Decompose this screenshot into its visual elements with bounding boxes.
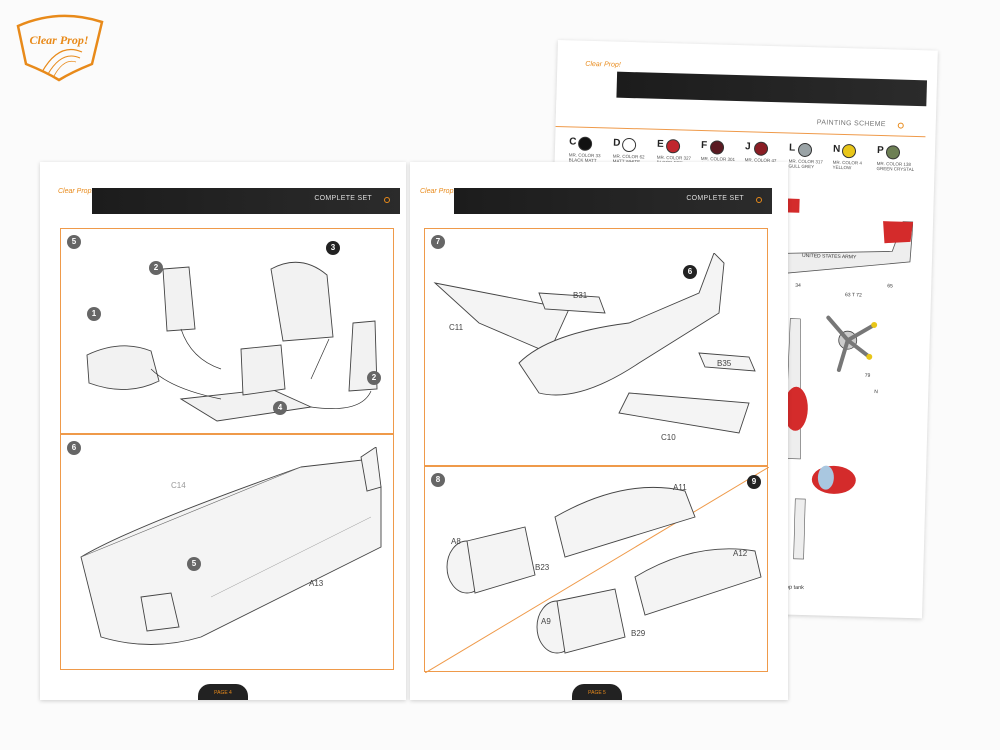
part-callout-2: 2 [149,261,163,275]
painting-header-logo: Clear Prop! [585,60,621,69]
part-label-b29: B29 [631,629,646,638]
part-label-a8: A8 [451,537,461,546]
step-7-panel: 7 B31 C11 B35 C10 6 [424,228,768,466]
part-label-c10: C10 [661,433,676,442]
swatch-name: GULL GREY [788,163,815,170]
fuselage-assembly-art [80,447,382,645]
swatch-letter: D [612,137,621,149]
color-swatch-icon [665,139,681,154]
callout-63t72: 63 T 72 [845,292,862,298]
part-label-b23: B23 [535,563,550,572]
swatch-letter: L [788,142,796,154]
swatch-letter: J [744,141,751,153]
callout-34: 34 [795,283,801,289]
swatch-letter: E [656,138,664,150]
wing-assembly-art [433,253,756,434]
page5-header-logo: Clear Prop! [420,188,456,195]
logo-text: Clear Prop! [29,33,88,47]
assembly-callout-6: 6 [683,265,697,279]
part-label-c11: C11 [449,323,464,332]
step-number-9: 9 [747,475,761,489]
header-dot-icon [384,197,390,203]
part-label-c14: C14 [171,481,186,490]
swatch-name: YELLOW [832,164,852,171]
part-label-b35: B35 [717,359,732,368]
header-dot-icon [756,197,762,203]
header-dot-icon [897,122,904,129]
painting-scheme-title: PAINTING SCHEME [816,119,886,129]
callout-65: 65 [887,283,893,289]
page4-header: COMPLETE SET [92,188,400,214]
clear-prop-logo: Clear Prop! [12,12,106,82]
step-6-panel: 6 C14 A13 5 [60,434,394,670]
instructions-page-5: Clear Prop! COMPLETE SET 7 B31 C11 B35 C… [410,162,788,700]
instructions-page-4: Clear Prop! COMPLETE SET 5 2 3 1 2 4 6 [40,162,406,700]
swatch-letter: C [569,136,577,148]
engine-nacelle-art [425,467,769,673]
part-label-b31: B31 [573,291,588,300]
part-callout-2b: 2 [367,371,381,385]
cockpit-assembly-art [86,261,378,422]
color-swatch-icon [753,141,769,156]
aircraft-painting-art: UNITED STATES ARMY 34 65 63 T 72 79 N ri… [769,198,914,591]
color-swatch-icon [621,137,637,153]
step-number: 5 [67,235,81,249]
part-callout-4: 4 [273,401,287,415]
part-label-a13: A13 [309,579,324,588]
page-5-label: PAGE 5 [572,684,622,700]
page5-header: COMPLETE SET [454,188,772,214]
page5-header-title: COMPLETE SET [686,195,744,202]
army-marking-text: UNITED STATES ARMY [802,253,857,261]
swatch-letter: P [876,144,884,157]
page4-header-logo: Clear Prop! [58,188,94,195]
swatch-name: GREEN CRYSTAL [876,165,915,172]
callout-79: 79 [865,373,871,379]
part-label-a11: A11 [673,483,687,492]
part-label-a12: A12 [733,549,748,558]
painting-header [616,71,928,107]
color-swatch-icon [885,145,901,160]
callout-n: N [874,389,878,395]
part-callout-3: 3 [326,241,340,255]
swatch-letter: N [832,143,841,155]
step-number: 6 [67,441,81,455]
color-swatch-icon [577,136,593,151]
assembly-callout-5: 5 [187,557,201,571]
page4-header-title: COMPLETE SET [314,195,372,202]
color-swatch-icon [841,143,857,159]
part-label-a9: A9 [541,617,551,626]
logo-badge-icon: Clear Prop! [16,14,104,82]
steps-8-9-panel: 8 9 A11 A8 B23 A12 A9 B29 [424,466,769,673]
color-swatch-icon [797,142,813,158]
step-number-8: 8 [431,473,445,487]
painting-title-bar: PAINTING SCHEME [555,99,927,138]
swatch-letter: F [700,140,708,152]
color-swatch-icon [709,140,725,155]
step-number: 7 [431,235,445,249]
part-callout-1: 1 [87,307,101,321]
step-5-panel: 5 2 3 1 2 4 [60,228,394,434]
page-4-label: PAGE 4 [198,684,248,700]
